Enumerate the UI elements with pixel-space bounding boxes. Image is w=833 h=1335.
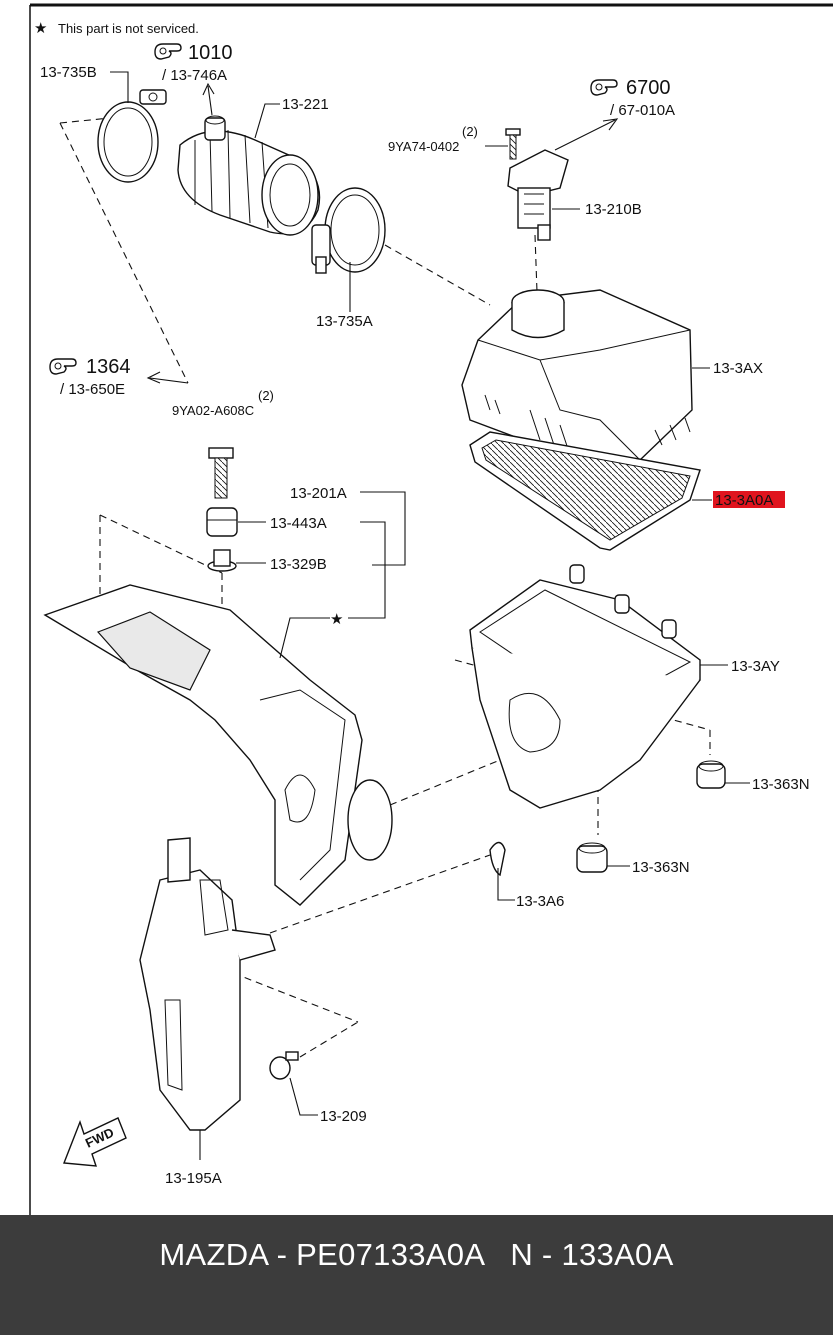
label-13-3A0A: 13-3A0A	[715, 492, 773, 509]
pointing-hand-icon	[49, 358, 77, 375]
label-13-195A[interactable]: 13-195A	[165, 1170, 222, 1187]
air-duct-13-201A[interactable]	[43, 584, 393, 906]
air-filter-13-3A0A[interactable]	[469, 431, 701, 551]
ref-1010[interactable]: 1010 / 13-746A	[154, 42, 233, 84]
label-13-735B[interactable]: 13-735B	[40, 64, 97, 81]
label-13-329B[interactable]: 13-329B	[270, 556, 327, 573]
label-13-363N-b[interactable]: 13-363N	[632, 859, 690, 876]
ref-1364[interactable]: 1364 / 13-650E	[49, 356, 131, 398]
ref-1364-sub: / 13-650E	[60, 381, 125, 398]
footer-part-number: MAZDA - PE07133A0A N - 133A0A	[159, 1237, 674, 1272]
resonator-13-195A[interactable]	[139, 837, 276, 1131]
assembly-line-hose	[384, 244, 491, 306]
screw-9YA74-0402[interactable]	[505, 128, 521, 160]
pointing-hand-icon	[590, 79, 618, 96]
ref-6700-number: 6700	[626, 77, 671, 99]
forward-arrow-icon: FWD	[63, 1117, 127, 1167]
star-marker-icon: ★	[330, 611, 343, 628]
label-13-209[interactable]: 13-209	[320, 1108, 367, 1125]
parts-diagram: ★ This part is not serviced. 1010 / 13-7…	[29, 3, 833, 1215]
bolt-13-209[interactable]	[269, 1051, 299, 1080]
cushion-13-443A[interactable]	[206, 507, 238, 537]
airflow-sensor-13-210B[interactable]	[507, 149, 569, 241]
grommet-13-363N-a[interactable]	[696, 760, 726, 789]
note-text: This part is not serviced.	[58, 21, 199, 36]
leader-13-209	[289, 1077, 318, 1116]
footer-bar: MAZDA - PE07133A0A N - 133A0A	[0, 1215, 833, 1335]
ref-1010-arrow	[202, 82, 215, 116]
ref-1010-sub: / 13-746A	[162, 67, 227, 84]
ref-1010-number: 1010	[188, 42, 233, 64]
ref-1364-arrow	[146, 371, 189, 384]
label-qty-2-a: (2)	[462, 124, 478, 139]
leader-13-735B	[110, 71, 129, 103]
label-13-201A[interactable]: 13-201A	[290, 485, 347, 502]
ref-1364-number: 1364	[86, 356, 131, 378]
air-cleaner-case-13-3AY[interactable]	[469, 564, 701, 809]
label-13-3AX[interactable]: 13-3AX	[713, 360, 763, 377]
air-cleaner-cover-13-3AX[interactable]	[461, 289, 693, 469]
bolt-9YA02-A608C[interactable]	[208, 447, 234, 499]
label-qty-2-b: (2)	[258, 388, 274, 403]
grommet-13-363N-b[interactable]	[576, 842, 608, 873]
hose-clamp-13-735B[interactable]	[97, 89, 167, 183]
ref-6700[interactable]: 6700 / 67-010A	[590, 77, 675, 119]
label-13-735A[interactable]: 13-735A	[316, 313, 373, 330]
assembly-line-clamp	[59, 117, 189, 384]
label-13-363N-a[interactable]: 13-363N	[752, 776, 810, 793]
ref-6700-sub: / 67-010A	[610, 102, 675, 119]
assembly-line-sensor	[534, 234, 538, 293]
label-13-443A[interactable]: 13-443A	[270, 515, 327, 532]
leader-13-221	[254, 103, 280, 139]
leader-13-3A6	[497, 868, 515, 901]
leader-star	[279, 521, 386, 659]
label-13-210B[interactable]: 13-210B	[585, 201, 642, 218]
hose-clamp-13-735A[interactable]	[311, 187, 386, 274]
label-9YA74-0402[interactable]: 9YA74-0402	[388, 139, 459, 154]
ref-6700-arrow	[554, 118, 619, 151]
star-icon: ★	[34, 20, 47, 37]
label-13-3A0A-highlight[interactable]: 13-3A0A	[713, 491, 785, 509]
not-serviced-note: ★ This part is not serviced.	[34, 20, 199, 37]
label-9YA02-A608C[interactable]: 9YA02-A608C	[172, 403, 254, 418]
collar-13-329B[interactable]	[207, 549, 237, 572]
pointing-hand-icon	[154, 43, 182, 60]
clip-13-3A6[interactable]	[489, 841, 506, 877]
leader-13-201A	[360, 491, 406, 566]
label-13-221[interactable]: 13-221	[282, 96, 329, 113]
label-13-3A6[interactable]: 13-3A6	[516, 893, 564, 910]
label-13-3AY[interactable]: 13-3AY	[731, 658, 780, 675]
intake-hose-13-221[interactable]	[177, 115, 321, 236]
highlight-box	[713, 491, 785, 508]
assembly-line-base	[389, 759, 599, 835]
assembly-line-duct	[99, 514, 223, 640]
